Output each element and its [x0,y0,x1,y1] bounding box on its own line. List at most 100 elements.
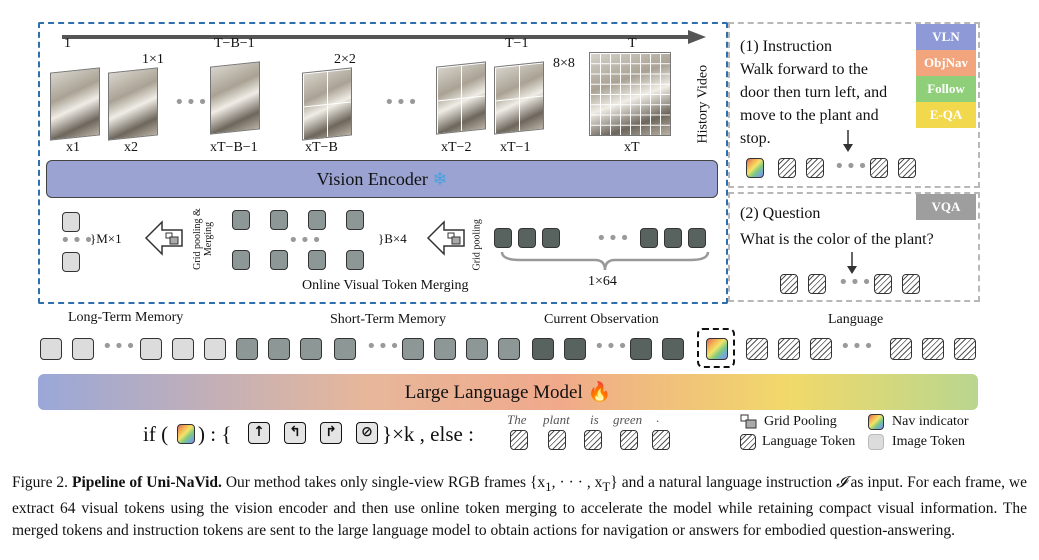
current-token [542,228,560,248]
sequence-ellipsis: ••• [102,336,137,357]
tag-eqa: E-QA [916,102,976,128]
short-term-token [308,250,326,270]
merge-arrow-left-2 [426,220,465,256]
legend-grid-pooling: Grid Pooling [764,414,837,429]
instruction-line-3: move to the plant and [740,107,879,124]
answer-token [584,430,602,450]
frame-label-x1: x1 [66,140,80,155]
caption-text-4: as input. For each frame, we extract 64 … [12,474,1027,540]
image-token [204,338,226,360]
answer-token [620,430,638,450]
long-term-memory-label: Long-Term Memory [68,310,184,325]
frame-xt-1 [494,61,544,135]
timeline-label-t-1: T−1 [505,36,529,51]
nav-indicator-token [177,424,195,444]
tag-follow: Follow [916,76,976,102]
language-token-legend-icon [740,434,756,450]
language-token [780,274,798,294]
current-token [688,228,706,248]
frame-label-xt-2: xT−2 [441,140,472,155]
answer-word-3: is [590,412,599,427]
image-token [40,338,62,360]
frame-x1 [50,67,100,141]
instruction-line-1: Walk forward to the [740,61,868,78]
question-panel [728,192,980,302]
instruction-panel [728,22,980,188]
language-token [778,158,796,178]
caption-text-1: Our method takes only single-view RGB fr… [221,474,546,491]
image-token [564,338,586,360]
timeline-label-t: T [628,36,637,51]
image-token [630,338,652,360]
sequence-ellipsis: ••• [594,336,629,357]
language-token [808,274,826,294]
language-token [778,338,800,360]
grid-pool-merge-label: Grid pooling & Merging [192,208,214,270]
answer-word-2: plant [543,412,570,427]
answer-word-5: . [656,410,660,425]
llm-bar: Large Language Model 🔥 [38,374,978,410]
merge-arrow-left-1 [144,220,183,256]
legend-nav-indicator: Nav indicator [892,414,969,429]
timeline-label-1: 1 [64,36,71,51]
language-token [890,338,912,360]
language-token [954,338,976,360]
current-token [664,228,682,248]
vision-encoder-bar: Vision Encoder ❄ [46,160,718,198]
image-token [434,338,456,360]
llm-label: Large Language Model [404,382,583,403]
frames-ellipsis-2: ••• [384,92,419,113]
image-token [268,338,290,360]
count-label: 1×64 [588,274,617,289]
fire-icon: 🔥 [587,381,612,403]
current-token [494,228,512,248]
answer-word-4: green [613,412,643,427]
language-token [902,274,920,294]
answer-word-1: The [507,412,527,427]
timeline-arrow [62,30,706,44]
image-token-legend-icon [868,434,884,450]
grid-label-8x8: 8×8 [553,56,575,71]
language-token [922,338,944,360]
instruction-ellipsis: ••• [834,156,869,177]
frame-label-xt-b-1: xT−B−1 [210,140,258,155]
legend-image-token: Image Token [892,434,966,449]
language-token [898,158,916,178]
legend-language-token: Language Token [762,434,856,449]
instruction-down-arrow [843,130,853,152]
image-token [402,338,424,360]
frame-xt-b [302,67,352,141]
caption-instr-symbol: 𝓘 [836,474,847,491]
caption-prefix: Figure 2. [12,474,69,491]
vision-encoder-label: Vision Encoder [316,169,428,189]
image-token [72,338,94,360]
answer-token [548,430,566,450]
question-text: What is the color of the plant? [740,231,934,248]
tag-vln: VLN [916,24,976,50]
caption-sub-t: T [602,479,611,495]
turn-right-icon: ↱ [320,422,342,444]
language-token [746,338,768,360]
image-token [172,338,194,360]
short-term-token [270,210,288,230]
image-token [140,338,162,360]
frame-label-xt-1: xT−1 [500,140,531,155]
m-times-1-label: }M×1 [90,231,122,246]
short-term-memory-label: Short-Term Memory [330,312,447,327]
image-token [300,338,322,360]
if-close-text: ) : { [198,422,232,446]
stop-icon: ⊘ [356,422,378,444]
merge-ellipsis-3: ••• [596,228,631,249]
language-token [810,338,832,360]
if-text: if ( [143,422,169,446]
image-token [236,338,258,360]
caption-sub-1: 1 [545,479,552,495]
caption-text-2: , · · · , x [551,474,603,491]
caption-text-3: } and a natural language instruction [610,474,837,491]
frame-label-xt: xT [624,140,640,155]
figure-caption: Figure 2. Pipeline of Uni-NaVid. Our met… [12,472,1027,542]
question-down-arrow [847,252,857,274]
short-term-token [232,250,250,270]
grid-label-2x2: 2×2 [334,52,356,67]
short-term-token [346,250,364,270]
